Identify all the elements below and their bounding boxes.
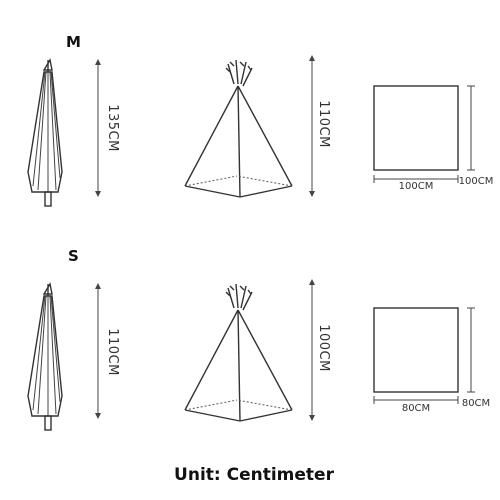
base-depth-s: 80CM [462,398,490,409]
size-label-s: S [68,247,79,265]
tent-height-s: 100CM [316,324,331,372]
folded-height-m: 135CM [105,104,120,152]
folded-height-dimension-m: 135CM [95,59,120,197]
teepee-m [184,59,293,198]
folded-tent-s [27,282,63,431]
base-footprint-m: 100CM 100CM [373,85,494,192]
teepee-s [184,283,293,422]
size-label-m: M [66,33,81,51]
tent-height-m: 110CM [316,100,331,148]
folded-height-dimension-s: 110CM [95,283,120,419]
unit-label: Unit: Centimeter [174,465,335,485]
base-depth-m: 100CM [459,176,494,187]
tent-height-dimension-s: 100CM [309,279,331,421]
tent-height-dimension-m: 110CM [309,55,331,197]
row-s: S 110CM [27,247,490,431]
base-footprint-s: 80CM 80CM [373,307,490,414]
base-width-s: 80CM [402,403,430,414]
row-m: M 135CM [27,33,494,207]
base-width-m: 100CM [399,181,434,192]
folded-tent-m [27,58,63,207]
folded-height-s: 110CM [105,328,120,376]
